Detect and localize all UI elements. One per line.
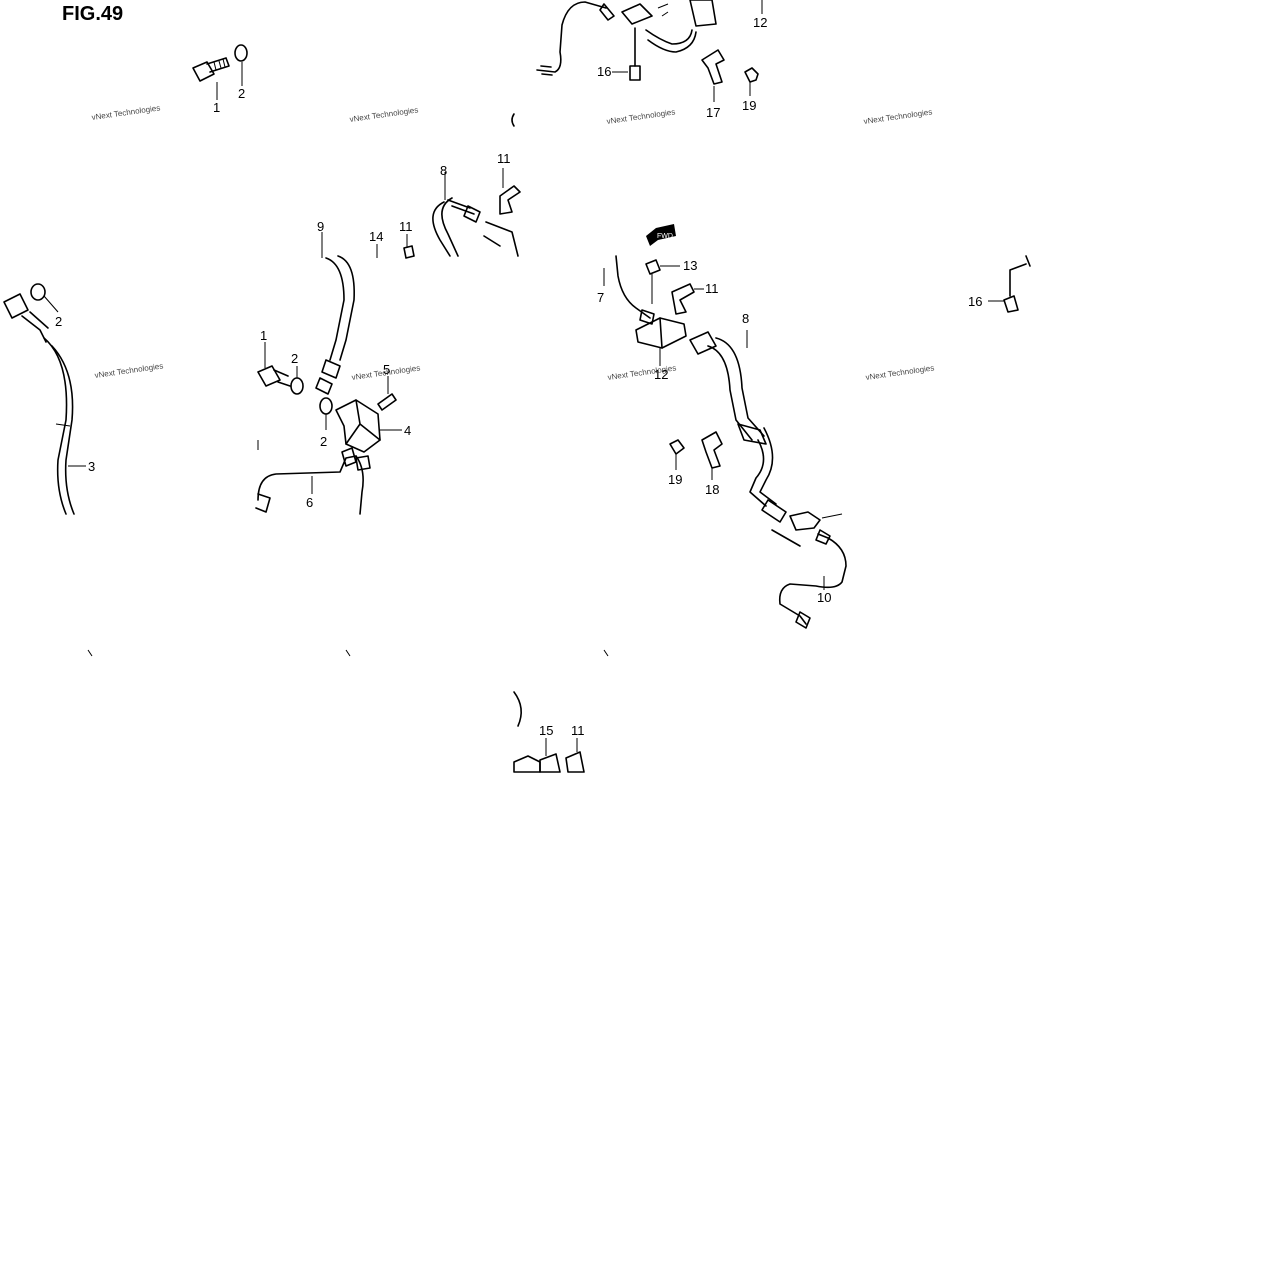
callout-2: 2 <box>291 351 298 366</box>
callout-17: 17 <box>706 105 720 120</box>
callout-7: 7 <box>597 290 604 305</box>
callout-2: 2 <box>320 434 327 449</box>
brake-hose-8-lower-part <box>689 331 843 547</box>
callout-1: 1 <box>260 328 267 343</box>
callout-14: 14 <box>369 229 383 244</box>
callout-11: 11 <box>399 219 413 234</box>
figure-title: FIG.49 <box>62 3 123 25</box>
tile-corner-marks <box>87 649 609 657</box>
callout-5: 5 <box>383 362 390 377</box>
callout-11: 11 <box>497 151 511 166</box>
bolt-5-part <box>377 393 397 411</box>
callout-2: 2 <box>238 86 245 101</box>
callout-6: 6 <box>306 495 313 510</box>
brake-hose-9-part <box>315 255 355 395</box>
bolt-19-upper-part <box>744 67 759 83</box>
callout-15: 15 <box>539 723 553 738</box>
joint-bracket-4-part <box>335 399 381 453</box>
callout-4: 4 <box>404 423 411 438</box>
bolt-19-lower-part <box>669 439 685 455</box>
hose-clip-18-part <box>701 431 723 469</box>
watermark: vNext Technologies <box>606 107 676 126</box>
callout-8: 8 <box>742 311 749 326</box>
watermark: vNext Technologies <box>349 105 419 124</box>
callout-11: 11 <box>705 281 719 296</box>
lower-fragment-part <box>513 691 585 773</box>
callout-13: 13 <box>683 258 697 273</box>
sealing-washer-lower-part <box>319 397 333 415</box>
brake-hose-3-part <box>3 293 75 515</box>
watermark: vNext Technologies <box>94 361 164 380</box>
callout-19: 19 <box>668 472 682 487</box>
sealing-washer-left-part <box>30 283 46 301</box>
fwd-arrow-indicator: FWD <box>646 224 676 246</box>
callout-8: 8 <box>440 163 447 178</box>
callout-12: 12 <box>753 15 767 30</box>
callout-19: 19 <box>742 98 756 113</box>
watermark: vNext Technologies <box>863 107 933 126</box>
fwd-label: FWD <box>657 233 673 240</box>
watermark: vNext Technologies <box>91 103 161 122</box>
brake-hose-8-upper-part <box>432 197 519 257</box>
callout-16: 16 <box>968 294 982 309</box>
hose-clamp-12-part <box>635 317 687 349</box>
callout-10: 10 <box>817 590 831 605</box>
callout-16: 16 <box>597 64 611 79</box>
bolt-16-upper-part <box>629 27 641 81</box>
callout-12: 12 <box>654 367 668 382</box>
hose-clip-11-right-part <box>671 283 695 315</box>
watermark: vNext Technologies <box>865 363 935 382</box>
union-bolt-part <box>192 57 230 82</box>
hose-clip-17-part <box>701 49 725 85</box>
brake-pipe-upper-part <box>536 1 615 76</box>
bolt-13-part <box>645 259 661 275</box>
brake-pipe-10-part <box>778 529 847 629</box>
callout-3: 3 <box>88 459 95 474</box>
callout-2: 2 <box>55 314 62 329</box>
callout-1: 1 <box>213 100 220 115</box>
callout-18: 18 <box>705 482 719 497</box>
watermark-group: vNext Technologies vNext Technologies vN… <box>91 103 935 382</box>
callout-9: 9 <box>317 219 324 234</box>
bolt-16-right-part <box>1003 255 1031 313</box>
hose-clip-11-small-part <box>403 245 415 259</box>
callout-11: 11 <box>571 723 585 738</box>
sealing-washer-part <box>234 44 248 62</box>
brake-pipe-7-part <box>615 255 655 325</box>
fragment-part <box>511 113 515 127</box>
brake-pipe-6-part <box>255 440 371 515</box>
sealing-washer-center-part <box>290 377 304 395</box>
union-bolt-center-part <box>257 365 291 387</box>
hose-clip-11-upper-part <box>499 185 521 215</box>
brake-hose-joint-upper-part <box>621 0 717 53</box>
